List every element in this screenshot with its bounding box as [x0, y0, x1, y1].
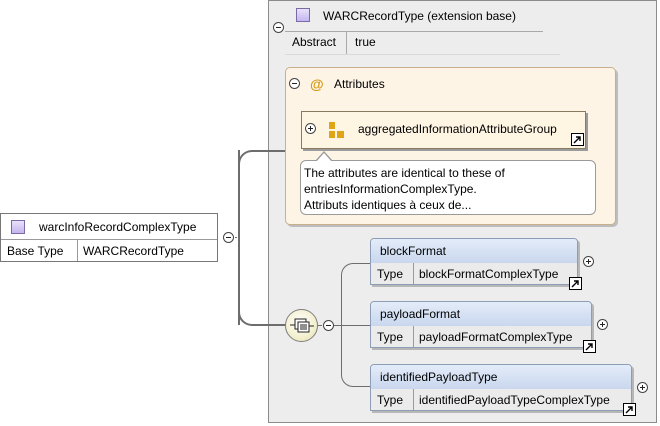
- type-divider: [413, 263, 414, 284]
- sequence-compositor-icon: [290, 318, 314, 333]
- sequence-connector-stub: [318, 325, 322, 326]
- element-type-row: Type identifiedPayloadTypeComplexType: [371, 389, 631, 410]
- type-label: Type: [377, 267, 404, 281]
- element-box-payloadformat[interactable]: payloadFormat Type payloadFormatComplexT…: [370, 301, 596, 353]
- note-line-3: Attributs identiques à ceux de...: [304, 198, 472, 212]
- element-box-identifiedpayloadtype[interactable]: identifiedPayloadType Type identifiedPay…: [370, 364, 636, 416]
- attributes-header-label: Attributes: [334, 77, 385, 91]
- element-name: blockFormat: [380, 244, 447, 258]
- element-header: identifiedPayloadType: [371, 365, 631, 390]
- connector-to-sequence: [238, 310, 286, 326]
- element-header: blockFormat: [371, 239, 577, 264]
- extension-props-underline: [285, 54, 560, 55]
- type-label: Type: [377, 393, 404, 407]
- attribute-at-icon: @: [310, 76, 324, 92]
- base-type-value: WARCRecordType: [83, 244, 184, 258]
- root-connector-stub: [235, 237, 237, 238]
- collapse-sequence-toggle[interactable]: [323, 320, 334, 331]
- complex-type-icon: [296, 8, 310, 22]
- type-value: payloadFormatComplexType: [419, 330, 573, 344]
- sequence-compositor[interactable]: [285, 309, 318, 342]
- type-label: Type: [377, 330, 404, 344]
- note-pointer: [316, 153, 332, 162]
- attribute-group-box[interactable]: aggregatedInformationAttributeGroup: [301, 111, 586, 149]
- connector-to-attributes: [238, 150, 286, 166]
- root-property-divider: [77, 240, 78, 261]
- expand-identifiedpayloadtype-toggle[interactable]: [637, 382, 648, 393]
- link-arrow-icon[interactable]: [583, 340, 596, 353]
- expand-payloadformat-toggle[interactable]: [597, 319, 608, 330]
- link-arrow-icon[interactable]: [623, 403, 636, 416]
- extension-header-divider: [285, 31, 543, 32]
- element-type-row: Type blockFormatComplexType: [371, 263, 577, 284]
- attribute-group-icon: [329, 122, 345, 138]
- base-type-label: Base Type: [7, 244, 64, 258]
- type-divider: [413, 326, 414, 347]
- expand-blockformat-toggle[interactable]: [583, 256, 594, 267]
- collapse-root-toggle[interactable]: [223, 232, 234, 243]
- abstract-label: Abstract: [292, 35, 337, 49]
- complex-type-icon: [11, 220, 25, 234]
- element-box-blockformat[interactable]: blockFormat Type blockFormatComplexType: [370, 238, 582, 290]
- abstract-divider: [346, 32, 347, 54]
- root-element-box[interactable]: warcInfoRecordComplexType Base Type WARC…: [0, 213, 218, 262]
- element-name: payloadFormat: [380, 307, 461, 321]
- abstract-value: true: [355, 35, 376, 49]
- base-type-title: WARCRecordType (extension base): [323, 9, 516, 23]
- collapse-extension-toggle[interactable]: [273, 22, 284, 33]
- type-value: blockFormatComplexType: [419, 267, 559, 281]
- attributes-documentation-note: The attributes are identical to these of…: [300, 160, 596, 215]
- note-line-1: The attributes are identical to these of: [304, 166, 505, 180]
- sequence-connector-out: [334, 325, 341, 326]
- type-divider: [413, 389, 414, 410]
- root-connector-vertical: [238, 150, 240, 325]
- collapse-attributes-toggle[interactable]: [289, 78, 300, 89]
- element-header: payloadFormat: [371, 302, 591, 327]
- expand-attribute-group-toggle[interactable]: [305, 123, 316, 134]
- note-line-2: entriesInformationComplexType.: [304, 182, 477, 196]
- element-type-row: Type payloadFormatComplexType: [371, 326, 591, 347]
- sequence-branch-middle: [341, 325, 371, 326]
- root-element-header: warcInfoRecordComplexType: [1, 214, 217, 240]
- type-value: identifiedPayloadTypeComplexType: [419, 393, 610, 407]
- attribute-group-name: aggregatedInformationAttributeGroup: [358, 122, 557, 136]
- link-arrow-icon[interactable]: [571, 133, 584, 146]
- root-element-name: warcInfoRecordComplexType: [39, 220, 197, 234]
- element-name: identifiedPayloadType: [380, 370, 498, 384]
- link-arrow-icon[interactable]: [569, 277, 582, 290]
